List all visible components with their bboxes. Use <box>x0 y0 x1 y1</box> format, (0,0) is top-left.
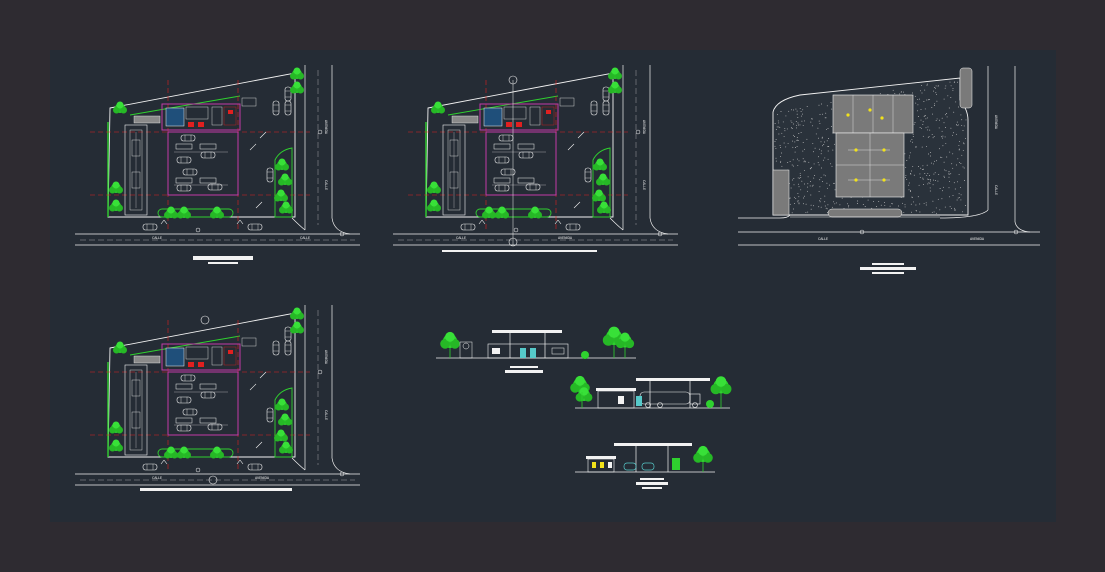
elevation-2[interactable] <box>570 375 732 409</box>
cad-drawing: CALLE CALLE AVENIDA CALLE CALLE AVENIDA … <box>50 50 1040 491</box>
model-space-canvas[interactable]: CALLE CALLE AVENIDA CALLE CALLE AVENIDA … <box>50 50 1056 522</box>
plan-3-title-block <box>140 488 292 491</box>
street-label-avenida: AVENIDA <box>642 120 646 135</box>
pavement-hatch <box>774 81 968 215</box>
street-label-calle: CALLE <box>324 410 328 420</box>
street-label-avenida: AVENIDA <box>324 120 328 135</box>
elevation-1-title-block <box>505 366 543 373</box>
site-plan-3[interactable]: CALLE AVENIDA AVENIDA CALLE <box>75 305 360 485</box>
plan-2-title-block <box>442 250 597 252</box>
section-marker <box>508 237 518 247</box>
roof-plan[interactable]: CALLE AVENIDA AVENIDA CALLE <box>738 66 1040 246</box>
street-label-calle: CALLE <box>642 180 646 190</box>
street-label-calle: CALLE <box>324 180 328 190</box>
street-label-calle: CALLE <box>152 236 162 240</box>
street-label-calle: CALLE <box>994 185 998 195</box>
street-label-avenida: AVENIDA <box>994 115 998 130</box>
section-marker <box>208 475 218 485</box>
elevation-3-title-block <box>636 478 668 489</box>
site-plan-2[interactable]: CALLE AVENIDA AVENIDA CALLE <box>393 65 678 247</box>
street-label-avenida: AVENIDA <box>324 350 328 365</box>
street-label-calle: CALLE <box>818 237 828 241</box>
street-label-avenida: AVENIDA <box>255 476 270 480</box>
site-plan-1[interactable]: CALLE CALLE AVENIDA CALLE <box>75 65 360 245</box>
roof-plan-title-block <box>860 263 916 274</box>
plan-1-title-block <box>193 256 253 264</box>
street-label-calle: CALLE <box>152 476 162 480</box>
street-label-calle: CALLE <box>300 236 310 240</box>
section-marker <box>200 315 210 325</box>
elevation-1[interactable] <box>436 326 636 359</box>
elevation-3[interactable] <box>575 443 715 473</box>
street-label-calle: CALLE <box>456 236 466 240</box>
section-marker <box>508 75 518 85</box>
street-label-avenida: AVENIDA <box>970 237 985 241</box>
street-label-avenida: AVENIDA <box>558 236 573 240</box>
